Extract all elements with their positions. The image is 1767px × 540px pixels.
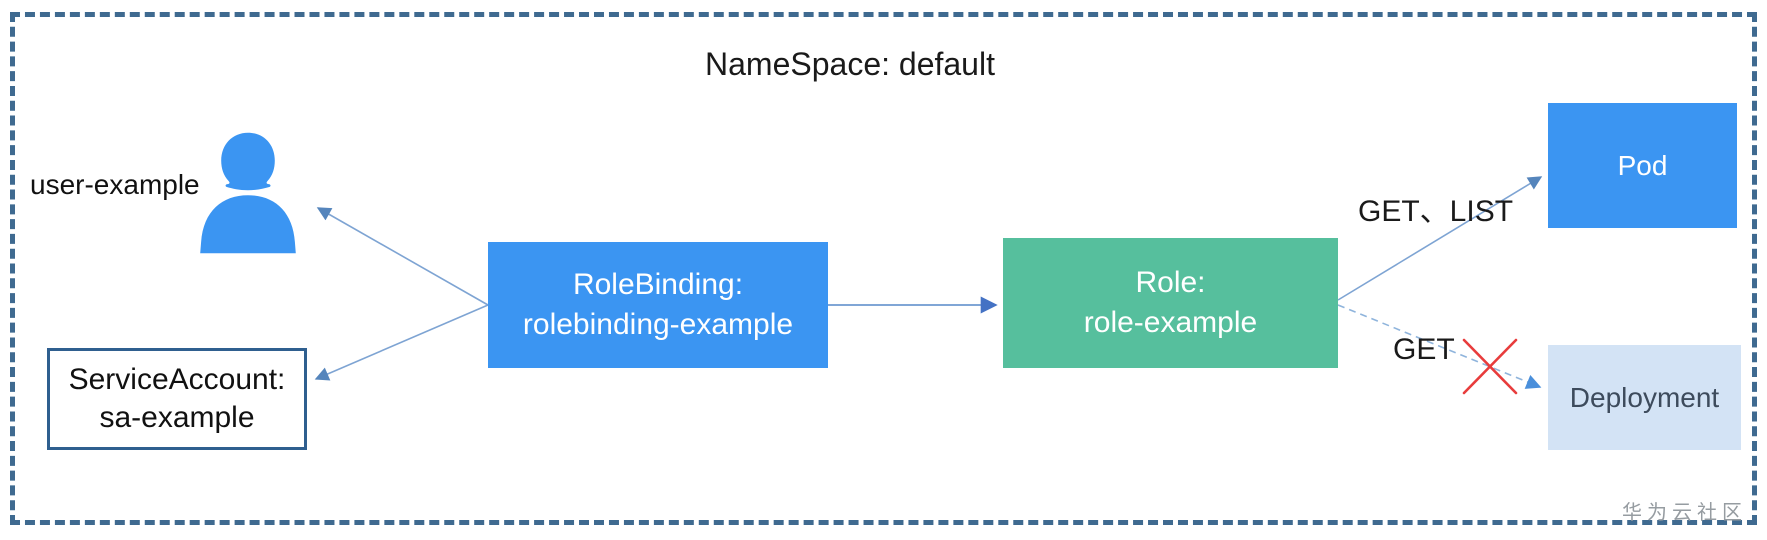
namespace-title: NameSpace: default	[705, 46, 995, 82]
node-service-account: ServiceAccount: sa-example	[47, 348, 307, 450]
service-account-kind: ServiceAccount:	[68, 363, 286, 396]
role-kind: Role:	[1135, 266, 1206, 299]
service-account-name: sa-example	[99, 401, 255, 434]
deployment-label: Deployment	[1569, 381, 1720, 413]
rolebinding-kind: RoleBinding:	[572, 268, 744, 301]
pod-label: Pod	[1617, 149, 1668, 181]
node-pod: Pod	[1548, 103, 1737, 228]
role-name: role-example	[1083, 306, 1258, 339]
node-role: Role: role-example	[1003, 238, 1338, 368]
node-rolebinding: RoleBinding: rolebinding-example	[488, 242, 828, 368]
person-icon	[200, 132, 296, 254]
edge-label-get-list: GET、LIST	[1358, 195, 1514, 228]
user-label: user-example	[30, 169, 200, 200]
watermark: 华为云社区	[1622, 502, 1747, 524]
namespace-boundary	[10, 12, 1757, 525]
node-deployment: Deployment	[1548, 345, 1741, 450]
edge-label-get: GET	[1393, 333, 1455, 366]
rolebinding-name: rolebinding-example	[522, 308, 794, 341]
